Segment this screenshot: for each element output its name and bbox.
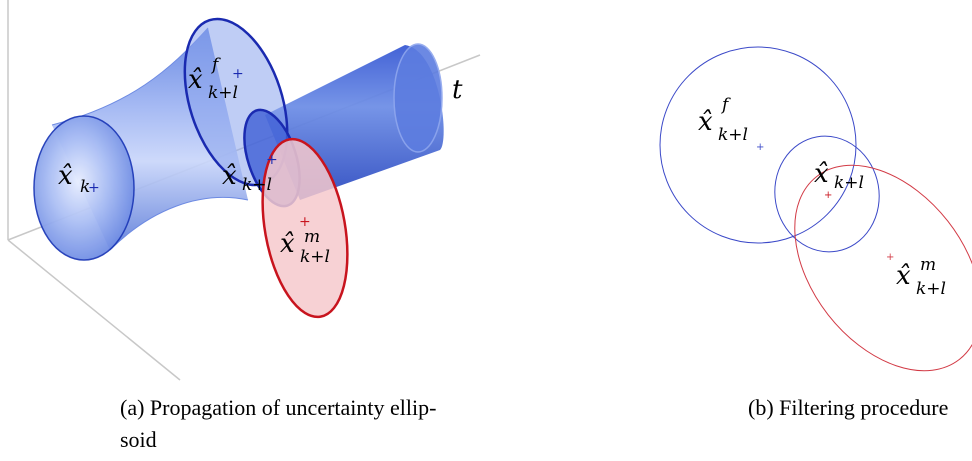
filtered-ellipse-b [774, 135, 880, 253]
label-x-filtered-b: x̂ k+l [814, 159, 864, 193]
end-ellipse [393, 43, 443, 153]
svg-text:f: f [720, 95, 731, 115]
svg-text:k+l: k+l [300, 247, 330, 267]
svg-text:m: m [304, 227, 320, 247]
svg-text:x̂: x̂ [896, 261, 911, 291]
panel-a: + + + + t x̂ k x̂ f k+l x̂ k+l x̂ m k+l [7, 0, 481, 381]
center-marker-xk: + [88, 180, 100, 196]
svg-text:x̂: x̂ [58, 161, 73, 191]
svg-text:k: k [80, 177, 90, 197]
svg-text:x̂: x̂ [222, 161, 237, 191]
svg-text:x̂: x̂ [698, 107, 713, 137]
initial-ellipse [33, 115, 135, 261]
center-marker-xf: + [232, 66, 244, 82]
svg-text:k+l: k+l [718, 125, 748, 145]
caption-a: (a) Propagation of uncertainty ellip- so… [120, 392, 470, 456]
panel-b: + + + x̂ f k+l x̂ k+l x̂ m k+l [659, 46, 972, 372]
center-marker-xm-b: + [886, 252, 894, 263]
label-x-measurement-b: x̂ m k+l [896, 255, 946, 299]
svg-text:k+l: k+l [834, 173, 864, 193]
forecast-ellipse-b [659, 46, 857, 244]
time-axis-label: t [452, 75, 463, 105]
center-marker-xm: + [299, 214, 311, 230]
label-x-filtered: x̂ k+l [222, 161, 272, 195]
svg-text:x̂: x̂ [280, 229, 295, 259]
svg-text:k+l: k+l [916, 279, 946, 299]
svg-text:k+l: k+l [242, 175, 272, 195]
svg-text:x̂: x̂ [814, 159, 829, 189]
svg-text:f: f [210, 55, 221, 75]
label-x-k: x̂ k [58, 161, 90, 197]
label-x-forecast-b: x̂ f k+l [698, 95, 748, 145]
caption-b: (b) Filtering procedure [748, 395, 949, 420]
label-x-measurement: x̂ m k+l [280, 227, 330, 267]
center-marker-xf-b: + [756, 142, 764, 153]
axis-depth [7, 239, 181, 381]
svg-text:m: m [920, 255, 936, 275]
tube-bottom-edge [109, 196, 249, 251]
center-marker-xkl-b: + [824, 190, 832, 201]
measurement-ellipse [261, 137, 349, 319]
caption-a-line2: soid [120, 427, 157, 452]
label-x-forecast: x̂ f k+l [188, 55, 238, 103]
svg-text:k+l: k+l [208, 83, 238, 103]
caption-a-line1: (a) Propagation of uncertainty ellip- [120, 395, 437, 420]
center-marker-xkl: + [266, 152, 278, 168]
svg-text:x̂: x̂ [188, 65, 203, 95]
measurement-ellipse-b [794, 164, 972, 372]
